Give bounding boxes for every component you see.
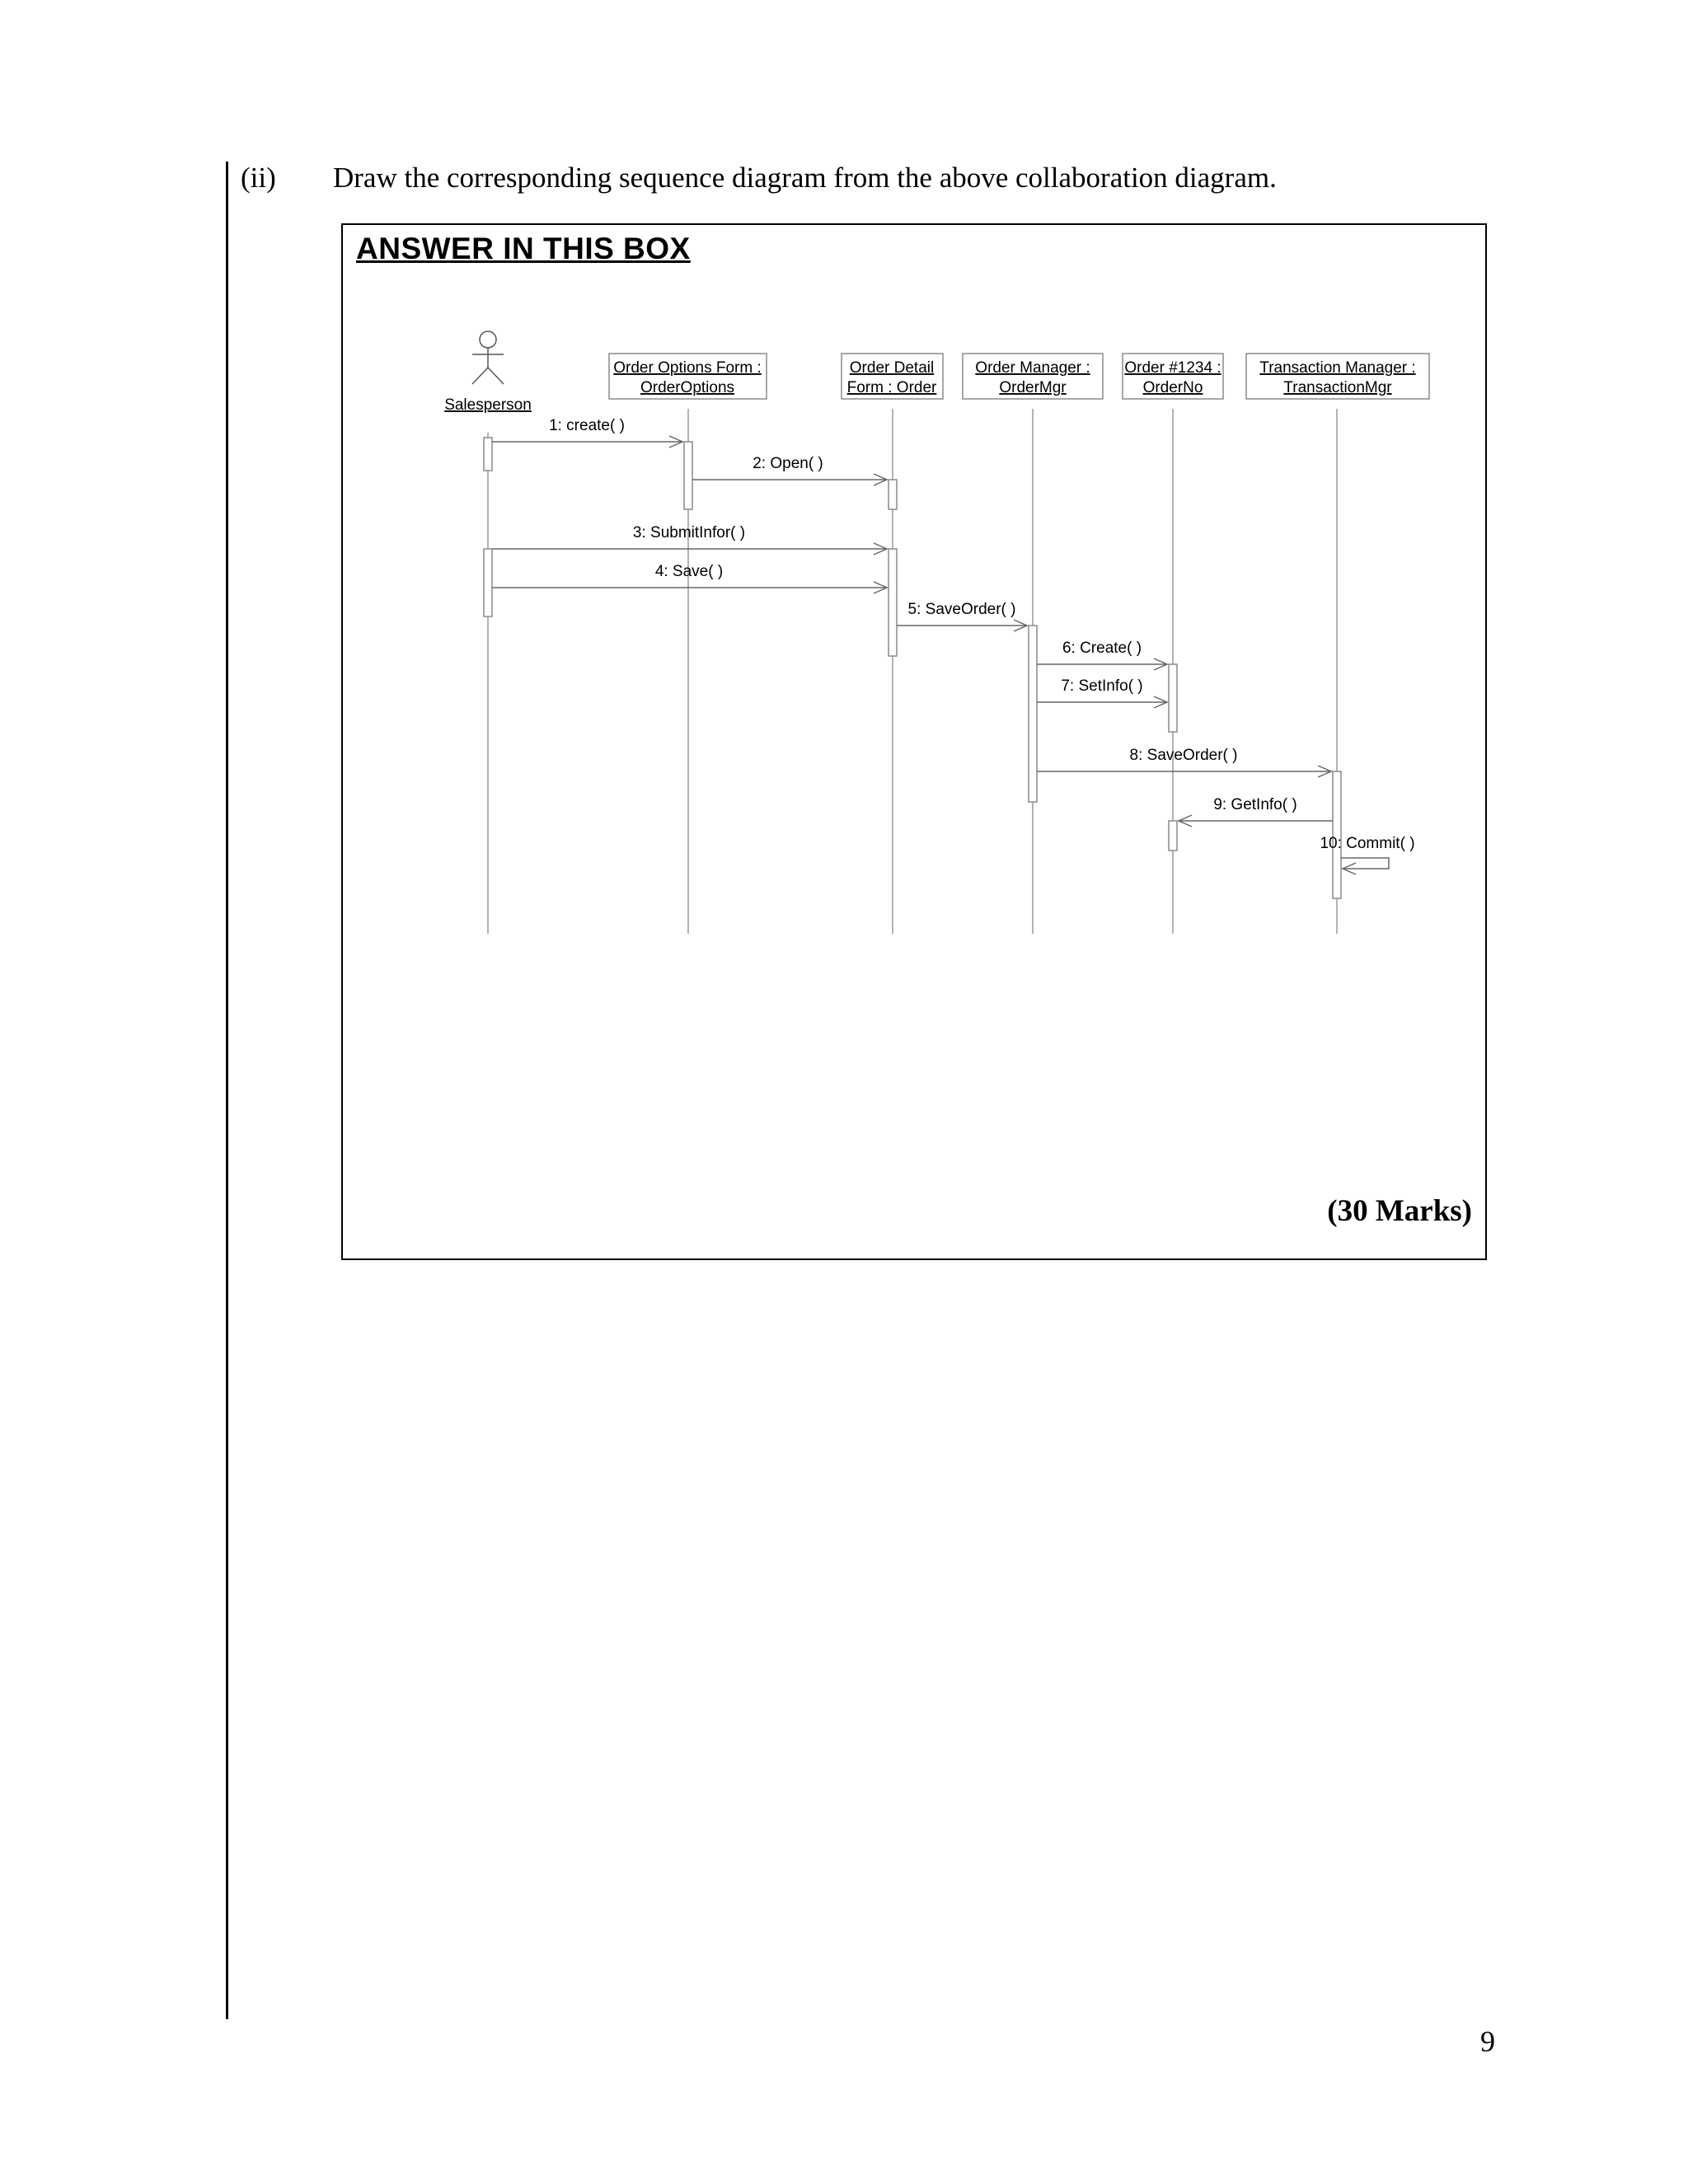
actor-salesperson-icon xyxy=(471,330,504,385)
answer-box-title: ANSWER IN THIS BOX xyxy=(356,232,691,265)
marks-label: (30 Marks) xyxy=(1327,1194,1472,1228)
question-text: Draw the corresponding sequence diagram … xyxy=(333,162,1277,194)
message-arrow-10 xyxy=(1341,857,1390,875)
object-name-line: Order #1234 : xyxy=(1124,359,1221,377)
object-box-order-detail xyxy=(841,353,944,400)
object-box-order-options xyxy=(608,353,767,400)
object-name-line: Transaction Manager : xyxy=(1259,359,1415,377)
object-name-line: Order Manager : xyxy=(975,359,1090,377)
answer-box: ANSWER IN THIS BOX (30 Marks) xyxy=(341,223,1487,1260)
object-name-line: Order Options Form : xyxy=(613,359,762,377)
question-number: (ii) xyxy=(241,162,276,194)
message-label: 7: SetInfo( ) xyxy=(1061,677,1142,695)
page-number: 9 xyxy=(1480,2025,1495,2058)
object-name-line: Form : Order xyxy=(847,379,937,396)
message-label: 3: SubmitInfor( ) xyxy=(633,524,745,541)
object-name-line: OrderOptions xyxy=(640,379,734,396)
message-label: 8: SaveOrder( ) xyxy=(1130,747,1238,764)
message-arrow-5 xyxy=(897,619,1029,632)
message-label: 1: create( ) xyxy=(549,417,625,434)
activation-bar xyxy=(483,548,493,617)
margin-rule xyxy=(226,162,228,2019)
message-label: 2: Open( ) xyxy=(753,455,823,472)
activation-bar xyxy=(1028,625,1038,803)
activation-bar xyxy=(483,437,493,471)
activation-bar xyxy=(1168,820,1178,851)
activation-bar xyxy=(888,548,898,657)
activation-bar xyxy=(888,479,898,510)
message-label: 5: SaveOrder( ) xyxy=(908,601,1016,618)
message-arrow-8 xyxy=(1037,765,1333,778)
object-box-transaction-manager xyxy=(1245,353,1430,400)
message-arrow-3 xyxy=(492,542,889,555)
object-name-line: Order Detail xyxy=(850,359,934,377)
message-arrow-6 xyxy=(1037,658,1169,671)
message-arrow-1 xyxy=(492,435,684,448)
object-name-line: TransactionMgr xyxy=(1283,379,1392,396)
message-label: 9: GetInfo( ) xyxy=(1213,796,1296,813)
object-name-line: OrderMgr xyxy=(999,379,1067,396)
message-label: 4: Save( ) xyxy=(655,563,723,580)
message-arrow-9 xyxy=(1177,814,1333,827)
activation-bar xyxy=(1168,663,1178,733)
object-box-order-manager xyxy=(962,353,1104,400)
activation-bar xyxy=(1332,771,1342,899)
message-arrow-2 xyxy=(692,473,889,486)
object-box-order-no xyxy=(1122,353,1224,400)
message-arrow-7 xyxy=(1037,696,1169,709)
message-label: 6: Create( ) xyxy=(1062,640,1142,657)
actor-name: Salesperson xyxy=(444,396,532,414)
message-label: 10: Commit( ) xyxy=(1320,835,1414,852)
message-arrow-4 xyxy=(492,581,889,594)
activation-bar xyxy=(683,441,693,510)
object-name-line: OrderNo xyxy=(1143,379,1203,396)
